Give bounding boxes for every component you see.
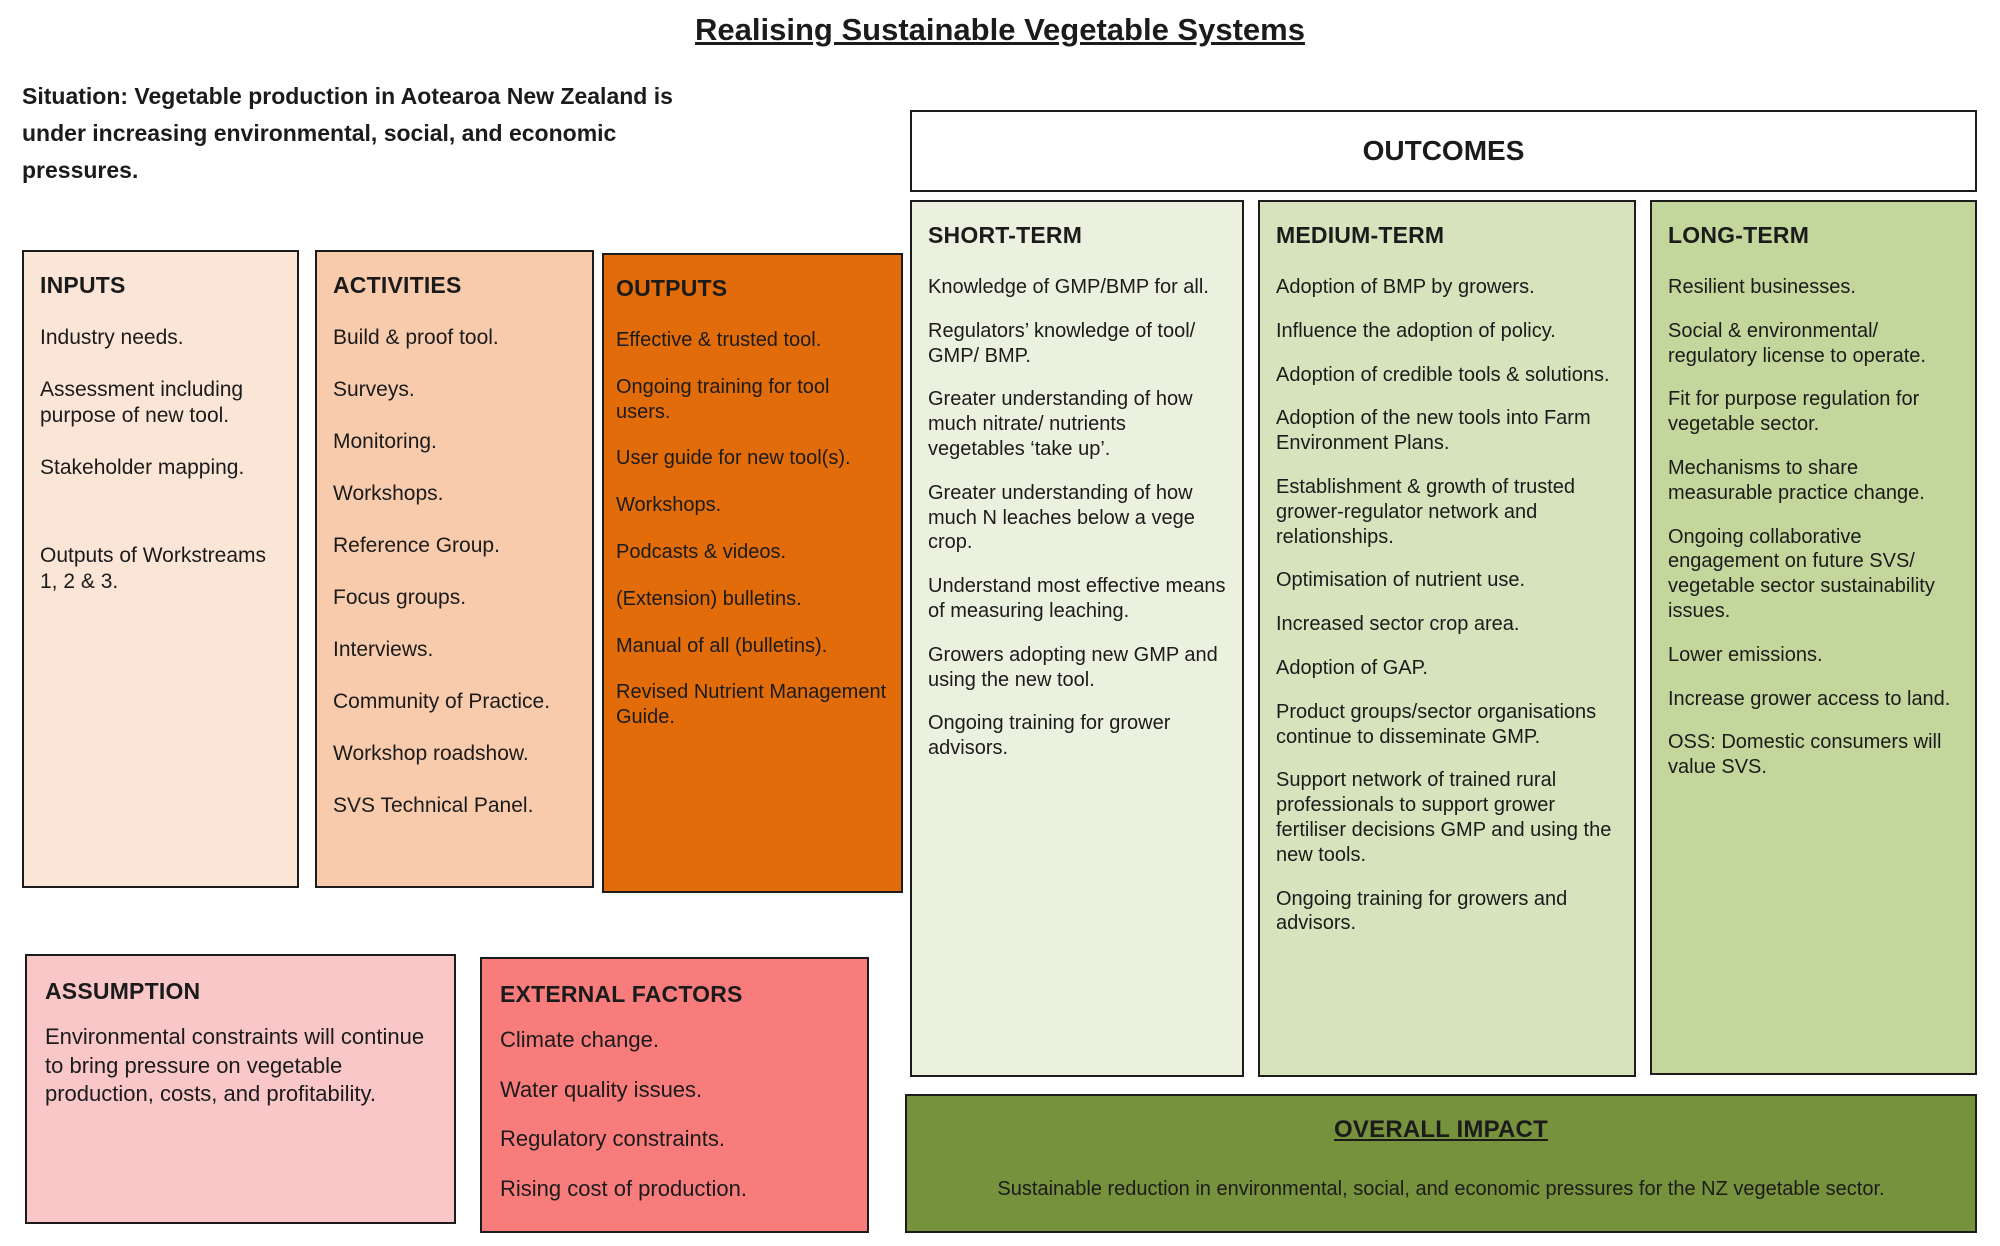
long-term-heading: LONG-TERM [1668,222,1810,248]
overall-impact-box: OVERALL IMPACT Sustainable reduction in … [905,1094,1977,1233]
medium-term-item: Establishment & growth of trusted grower… [1276,475,1576,548]
long-term-item: Increase grower access to land. [1668,687,1951,710]
medium-term-box: MEDIUM-TERM Adoption of BMP by growers. … [1258,200,1636,1077]
page-title: Realising Sustainable Vegetable Systems [695,12,1305,47]
short-term-item: Growers adopting new GMP and using the n… [928,643,1218,691]
medium-term-item: Influence the adoption of policy. [1276,319,1556,342]
short-term-item: Understand most effective means of measu… [928,575,1226,622]
long-term-item: Lower emissions. [1668,643,1823,666]
activities-item: Surveys. [333,378,415,402]
medium-term-heading: MEDIUM-TERM [1276,222,1445,248]
long-term-item: Social & environmental/ regulatory licen… [1668,319,1926,367]
medium-term-item: Adoption of credible tools & solutions. [1276,363,1610,386]
inputs-item: Stakeholder mapping. [40,456,245,480]
assumption-heading: ASSUMPTION [45,978,201,1004]
outputs-item: Revised Nutrient Management Guide. [616,681,887,729]
medium-term-item: Adoption of BMP by growers. [1276,276,1535,298]
medium-term-item: Adoption of GAP. [1276,656,1428,679]
medium-term-item: Support network of trained rural profess… [1276,769,1612,866]
outputs-item: Ongoing training for tool users. [616,375,830,423]
long-term-item: OSS: Domestic consumers will value SVS. [1668,731,1942,779]
short-term-item: Knowledge of GMP/BMP for all. [928,276,1209,298]
outputs-item: Effective & trusted tool. [616,329,822,351]
activities-item: Workshop roadshow. [333,742,529,766]
activities-heading: ACTIVITIES [333,272,462,298]
external-factors-item: Rising cost of production. [500,1175,748,1201]
long-term-item: Ongoing collaborative engagement on futu… [1668,525,1935,622]
inputs-item: Outputs of Workstreams 1, 2 & 3. [40,544,267,594]
activities-box: ACTIVITIES Build & proof tool. Surveys. … [315,250,594,888]
outputs-item: Manual of all (bulletins). [616,634,828,657]
medium-term-item: Optimisation of nutrient use. [1276,569,1526,592]
activities-item: Workshops. [333,482,444,506]
long-term-item: Mechanisms to share measurable practice … [1668,456,1925,504]
external-factors-item: Climate change. [500,1027,659,1052]
medium-term-item: Adoption of the new tools into Farm Envi… [1276,407,1591,455]
activities-item: Community of Practice. [333,690,551,714]
outputs-heading: OUTPUTS [616,275,728,301]
long-term-box: LONG-TERM Resilient businesses. Social &… [1650,200,1977,1075]
activities-item: SVS Technical Panel. [333,794,534,818]
overall-impact-text: Sustainable reduction in environmental, … [997,1178,1885,1200]
external-factors-box: EXTERNAL FACTORS Climate change. Water q… [480,957,869,1233]
outputs-item: User guide for new tool(s). [616,447,851,470]
situation-text: Situation: Vegetable production in Aotea… [22,83,673,183]
short-term-item: Regulators’ knowledge of tool/ GMP/ BMP. [928,319,1196,367]
short-term-heading: SHORT-TERM [928,222,1083,248]
outputs-item: Workshops. [616,494,722,517]
activities-item: Focus groups. [333,586,467,610]
activities-item: Reference Group. [333,534,500,558]
inputs-item: Assessment including purpose of new tool… [40,378,244,428]
long-term-item: Resilient businesses. [1668,276,1856,298]
external-factors-heading: EXTERNAL FACTORS [500,981,743,1007]
outcomes-heading: OUTCOMES [1362,135,1525,166]
long-term-item: Fit for purpose regulation for vegetable… [1668,388,1920,436]
inputs-heading: INPUTS [40,272,126,298]
outputs-item: Podcasts & videos. [616,540,787,563]
external-factors-item: Water quality issues. [500,1076,703,1102]
short-term-box: SHORT-TERM Knowledge of GMP/BMP for all.… [910,200,1244,1077]
external-factors-item: Regulatory constraints. [500,1126,725,1152]
overall-impact-heading: OVERALL IMPACT [1334,1116,1548,1143]
activities-item: Monitoring. [333,430,437,454]
medium-term-item: Product groups/sector organisations cont… [1276,700,1597,748]
short-term-item: Greater understanding of how much nitrat… [928,388,1193,460]
short-term-item: Greater understanding of how much N leac… [928,481,1195,554]
activities-item: Build & proof tool. [333,326,499,349]
assumption-box: ASSUMPTION Environmental constraints wil… [25,954,456,1224]
outcomes-header-box: OUTCOMES [910,110,1977,192]
medium-term-item: Increased sector crop area. [1276,613,1520,636]
inputs-item: Industry needs. [40,326,184,349]
outputs-box: OUTPUTS Effective & trusted tool. Ongoin… [602,253,903,893]
medium-term-item: Ongoing training for growers and advisor… [1276,887,1568,935]
assumption-text: Environmental constraints will continue … [45,1024,425,1107]
inputs-box: INPUTS Industry needs. Assessment includ… [22,250,299,888]
activities-item: Interviews. [333,638,434,662]
short-term-item: Ongoing training for grower advisors. [928,712,1171,760]
outputs-item: (Extension) bulletins. [616,587,802,610]
